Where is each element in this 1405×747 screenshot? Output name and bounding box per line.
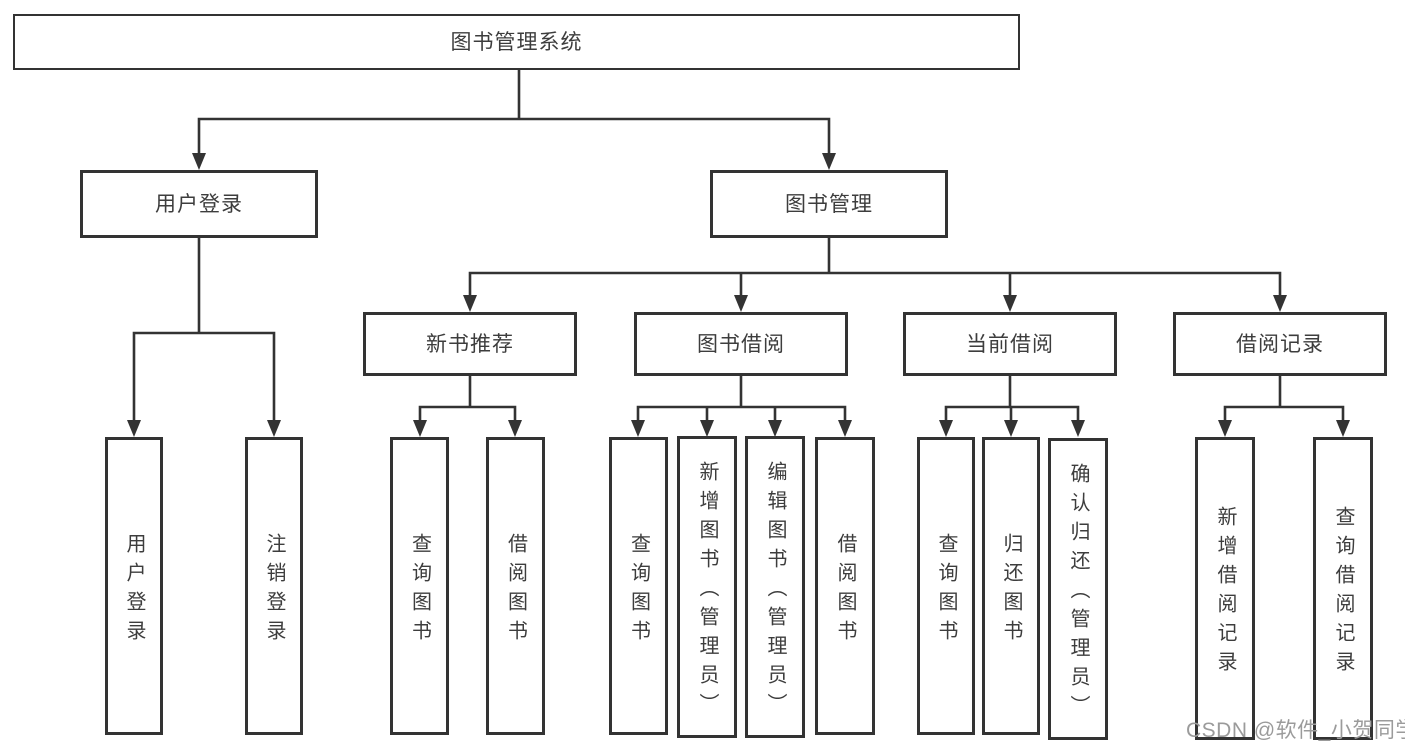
node-user-login-leaf-label: 用户登录 xyxy=(123,532,145,649)
arrow-icon xyxy=(1071,420,1085,437)
node-current-borrowing-label: 当前借阅 xyxy=(966,332,1054,356)
arrow-icon xyxy=(1336,420,1350,437)
node-borrow-book-b: 借阅图书 xyxy=(815,437,875,735)
node-logout-leaf-label: 注销登录 xyxy=(263,532,285,649)
arrow-icon xyxy=(734,295,748,312)
node-query-book-c-label: 查询图书 xyxy=(935,532,957,649)
node-query-borrow-record: 查询借阅记录 xyxy=(1313,437,1373,740)
connector-borrowing-mid-drops xyxy=(705,407,777,424)
arrow-icon xyxy=(822,153,836,170)
arrow-icon xyxy=(768,420,782,437)
node-query-book-a-label: 查询图书 xyxy=(408,532,431,649)
node-user-login-label: 用户登录 xyxy=(155,192,243,216)
node-query-book-a: 查询图书 xyxy=(390,437,449,735)
arrow-icon xyxy=(1273,295,1287,312)
node-current-borrowing: 当前借阅 xyxy=(903,312,1117,376)
node-confirm-return-admin-label: 确认归还（管理员） xyxy=(1067,463,1089,724)
node-book-management-label: 图书管理 xyxy=(785,192,873,216)
arrow-icon xyxy=(939,420,953,437)
node-user-login-leaf: 用户登录 xyxy=(105,437,163,735)
node-borrowing-records: 借阅记录 xyxy=(1173,312,1387,376)
node-borrow-book-b-label: 借阅图书 xyxy=(834,532,856,649)
arrow-icon xyxy=(838,420,852,437)
arrow-icon xyxy=(267,420,281,437)
node-book-borrowing: 图书借阅 xyxy=(634,312,848,376)
node-add-borrow-record-label: 新增借阅记录 xyxy=(1214,506,1236,680)
node-user-login: 用户登录 xyxy=(80,170,318,238)
connector-current-elbow xyxy=(944,405,1080,424)
node-logout-leaf: 注销登录 xyxy=(245,437,303,735)
connector-borrowing-elbow xyxy=(636,405,847,424)
node-borrow-book-a-label: 借阅图书 xyxy=(504,532,527,649)
node-borrow-book-a: 借阅图书 xyxy=(486,437,545,735)
node-edit-book-admin: 编辑图书（管理员） xyxy=(745,436,805,738)
node-query-book-b-label: 查询图书 xyxy=(627,532,650,649)
arrow-icon xyxy=(192,153,206,170)
node-book-management: 图书管理 xyxy=(710,170,948,238)
node-book-borrowing-label: 图书借阅 xyxy=(697,332,785,356)
arrow-icon xyxy=(631,420,645,437)
node-root-label: 图书管理系统 xyxy=(450,30,583,54)
connector-recommend-elbow xyxy=(418,405,517,424)
arrow-icon xyxy=(463,295,477,312)
node-query-book-c: 查询图书 xyxy=(917,437,975,735)
node-return-book-label: 归还图书 xyxy=(1000,532,1022,649)
arrow-icon xyxy=(127,420,141,437)
node-query-borrow-record-label: 查询借阅记录 xyxy=(1332,506,1354,680)
arrow-icon xyxy=(1218,420,1232,437)
connector-book-mgmt-mid-drops xyxy=(739,273,1012,299)
arrow-icon xyxy=(1004,420,1018,437)
node-query-book-b: 查询图书 xyxy=(609,437,668,735)
connector-book-mgmt-elbow xyxy=(468,271,1282,299)
connector-root-elbow xyxy=(197,117,831,157)
connector-user-login-elbow xyxy=(132,331,276,423)
node-confirm-return-admin: 确认归还（管理员） xyxy=(1048,438,1108,740)
arrow-icon xyxy=(508,420,522,437)
arrow-icon xyxy=(413,420,427,437)
node-add-book-admin: 新增图书（管理员） xyxy=(677,436,737,738)
watermark-text: CSDN @软件_小贺同学 xyxy=(1186,719,1405,742)
node-return-book: 归还图书 xyxy=(982,437,1040,735)
node-add-book-admin-label: 新增图书（管理员） xyxy=(696,461,718,722)
node-add-borrow-record: 新增借阅记录 xyxy=(1195,437,1255,740)
node-new-book-recommend: 新书推荐 xyxy=(363,312,577,376)
connector-records-elbow xyxy=(1223,405,1345,424)
arrow-icon xyxy=(700,420,714,437)
node-root: 图书管理系统 xyxy=(13,14,1020,70)
node-edit-book-admin-label: 编辑图书（管理员） xyxy=(764,461,786,722)
node-borrowing-records-label: 借阅记录 xyxy=(1236,332,1324,356)
node-new-book-recommend-label: 新书推荐 xyxy=(426,332,514,356)
arrow-icon xyxy=(1003,295,1017,312)
